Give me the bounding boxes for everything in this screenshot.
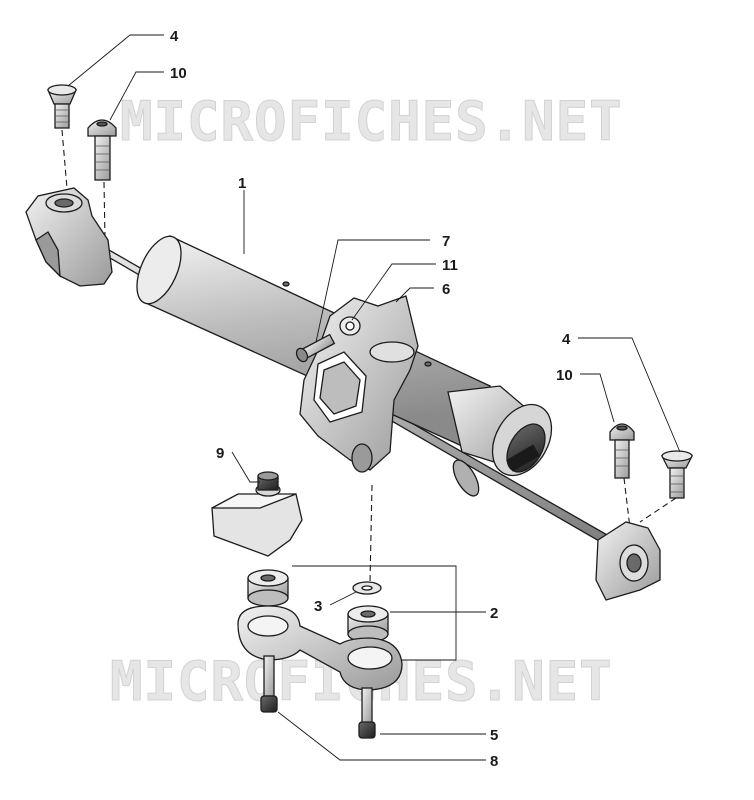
leader-2 [292, 565, 486, 661]
bracket-screw [295, 333, 336, 363]
lower-screw-long [260, 655, 278, 713]
callout-8: 8 [490, 753, 498, 770]
countersunk-screw-right [660, 450, 694, 499]
callout-9: 9 [216, 445, 224, 462]
right-rod-end [595, 521, 661, 601]
callout-6: 6 [442, 281, 450, 298]
flange-nut [255, 471, 281, 497]
callout-4-right: 4 [562, 331, 571, 348]
callout-2: 2 [490, 605, 498, 622]
leader-8 [277, 711, 486, 761]
lower-screw-short [358, 687, 376, 739]
washer [352, 581, 382, 595]
leader-4-top [67, 34, 164, 87]
callout-10-top: 10 [170, 65, 187, 82]
callout-11: 11 [442, 257, 458, 274]
leader-6 [395, 287, 434, 303]
leader-7 [315, 239, 430, 343]
countersunk-screw-top [47, 84, 77, 129]
bushing-right [347, 605, 389, 643]
button-head-screw-top [87, 119, 117, 181]
leader-3 [329, 591, 357, 606]
frame-section [211, 493, 303, 557]
callout-4-top: 4 [170, 28, 179, 45]
left-rod-end [25, 187, 113, 287]
button-head-screw-right [609, 423, 635, 479]
leader-10-right [580, 373, 615, 423]
assembly-line-10-right [623, 477, 631, 529]
adjuster-knob [447, 385, 553, 497]
assembly-line-10-top [103, 181, 106, 241]
callout-7: 7 [442, 233, 450, 250]
assembly-line-4-right [639, 497, 677, 523]
assembly-line-bracket-down [369, 484, 373, 583]
callout-3: 3 [314, 598, 322, 615]
leader-11 [351, 263, 436, 321]
callout-10-right: 10 [556, 367, 573, 384]
callout-5: 5 [490, 727, 498, 744]
bushing-left [247, 569, 289, 607]
callout-1: 1 [238, 175, 246, 192]
watermark-top: MICROFICHES.NET [120, 90, 623, 153]
assembly-line-4-top [61, 129, 69, 201]
support-arm [237, 605, 403, 691]
leader-4-right [578, 337, 681, 453]
bracket-washer [339, 316, 361, 336]
leader-10-top [109, 71, 164, 121]
leader-9 [231, 451, 260, 483]
